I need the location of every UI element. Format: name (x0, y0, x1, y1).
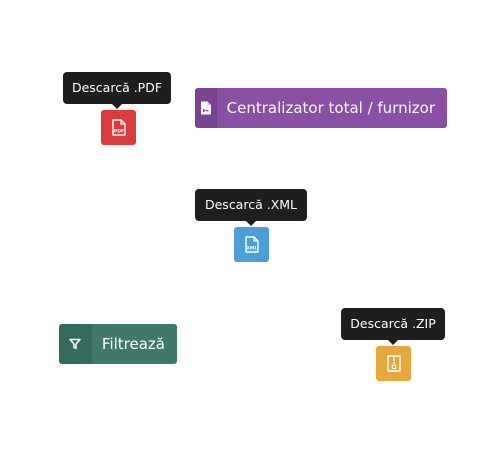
zip-tooltip-arrow (388, 340, 398, 345)
pdf-tooltip: Descarcă .PDF (63, 72, 171, 109)
centralizator-label: Centralizator total / furnizor (226, 99, 435, 117)
xml-tooltip-arrow (246, 221, 256, 226)
xml-tooltip-text: Descarcă .XML (204, 197, 298, 212)
file-pdf-icon: PDF (111, 119, 126, 136)
xml-icon-label: XML (246, 246, 257, 252)
zip-tooltip-text: Descarcă .ZIP (350, 316, 436, 331)
centralizator-total-furnizor-button[interactable]: Centralizator total / furnizor (195, 88, 447, 128)
pdf-tooltip-arrow (112, 104, 122, 109)
file-zip-icon (386, 355, 401, 372)
download-xml-button[interactable]: XML (234, 227, 269, 262)
download-pdf-button[interactable]: PDF (101, 110, 136, 145)
filter-icon (69, 338, 82, 350)
filtreaza-button[interactable]: Filtrează (59, 324, 177, 364)
zip-tooltip: Descarcă .ZIP (341, 308, 445, 345)
filtreaza-label: Filtrează (101, 335, 165, 353)
file-xml-icon: XML (244, 236, 259, 253)
pdf-icon-label: PDF (113, 129, 123, 135)
file-spreadsheet-icon (200, 101, 211, 115)
pdf-tooltip-text: Descarcă .PDF (71, 80, 163, 95)
filtreaza-icon-wrap (59, 324, 92, 364)
xml-tooltip: Descarcă .XML (195, 189, 307, 226)
download-zip-button[interactable] (376, 346, 411, 381)
centralizator-icon-wrap (195, 88, 217, 128)
